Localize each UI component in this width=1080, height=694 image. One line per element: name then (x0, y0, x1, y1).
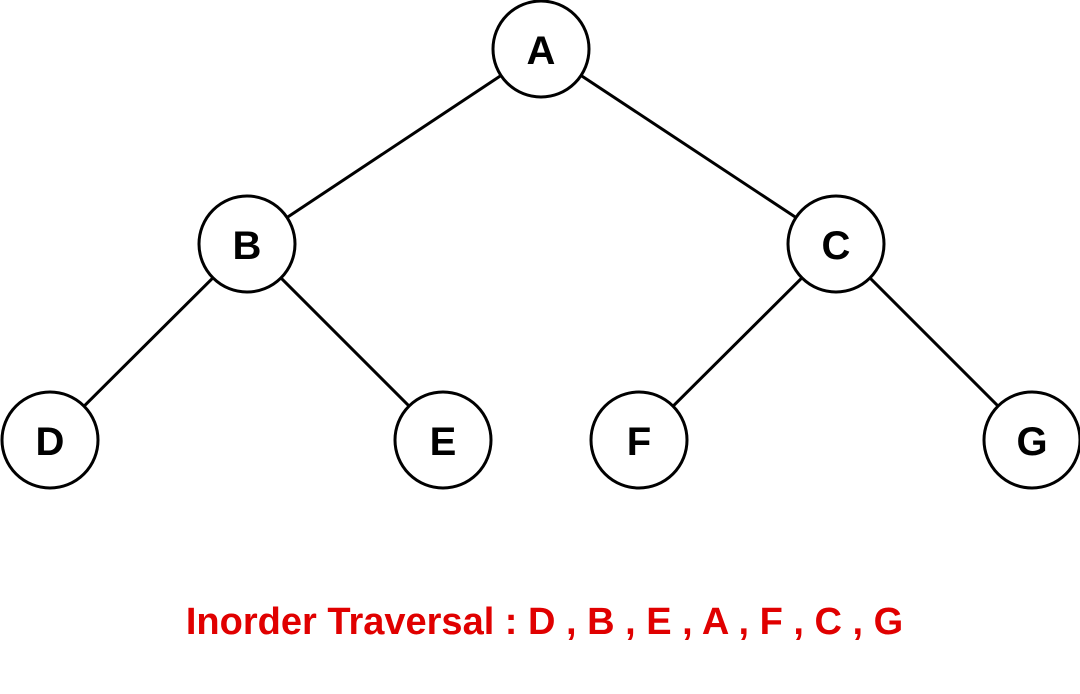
edge-c-f (671, 276, 804, 408)
node-circle (0, 390, 100, 490)
tree-edges (82, 74, 1000, 408)
node-label: D (36, 420, 65, 464)
node-circle (197, 194, 297, 294)
edge-c-g (868, 276, 1000, 408)
node-label: C (822, 224, 851, 268)
node-circle (393, 390, 493, 490)
edge-b-e (279, 276, 411, 408)
traversal-caption: Inorder Traversal : D , B , E , A , F , … (185, 601, 904, 643)
tree-node-a: A (491, 0, 591, 99)
tree-node-e: E (393, 390, 493, 490)
node-label: F (627, 420, 651, 464)
node-circle (786, 194, 886, 294)
node-circle (589, 390, 689, 490)
edge-b-d (82, 276, 215, 408)
node-circle (982, 390, 1080, 490)
tree-nodes: A B C D E F G (0, 0, 1080, 490)
edge-a-c (580, 74, 797, 219)
tree-node-b: B (197, 194, 297, 294)
edge-a-b (286, 74, 502, 219)
tree-node-c: C (786, 194, 886, 294)
node-label: G (1016, 420, 1047, 464)
tree-node-f: F (589, 390, 689, 490)
tree-node-d: D (0, 390, 100, 490)
node-label: B (233, 224, 262, 268)
node-label: E (430, 420, 457, 464)
tree-node-g: G (982, 390, 1080, 490)
node-label: A (527, 29, 556, 73)
node-circle (491, 0, 591, 99)
